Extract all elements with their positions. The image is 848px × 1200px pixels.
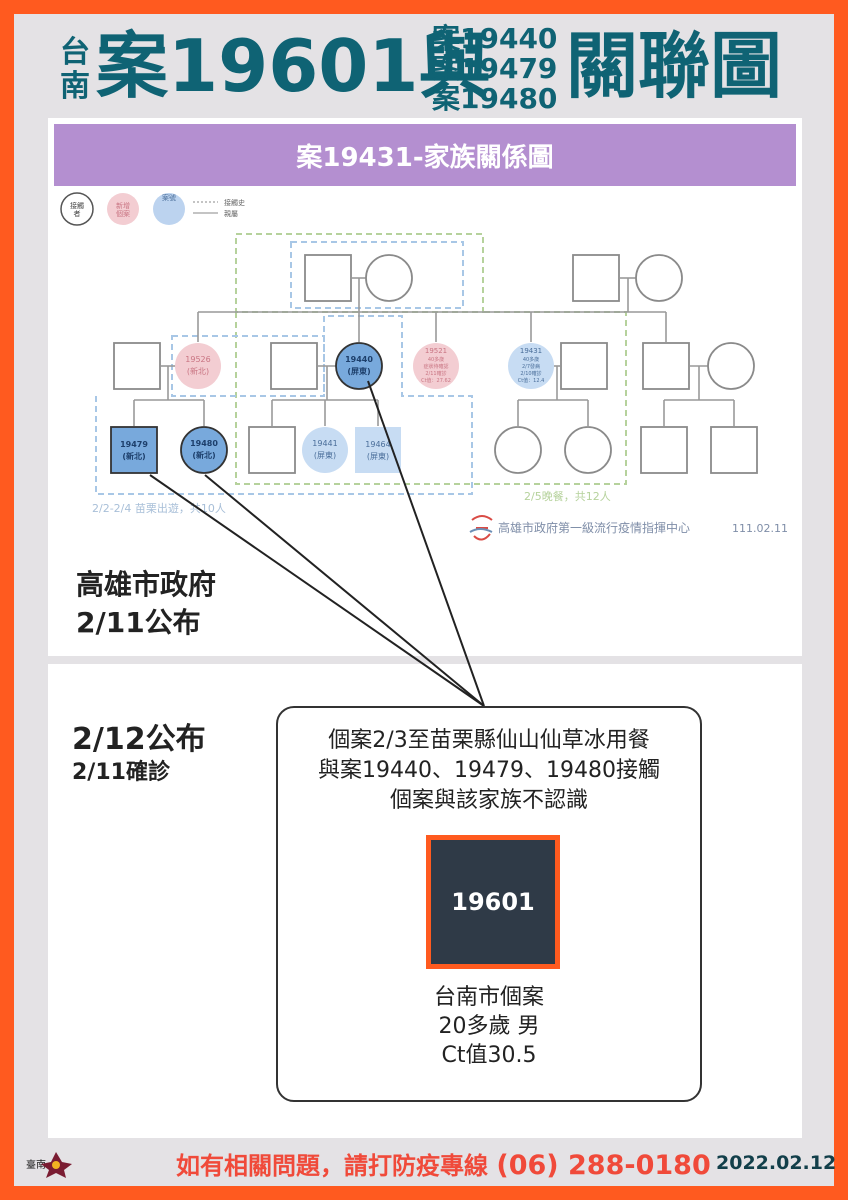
legend-new-case-symbol (107, 193, 139, 225)
case-19441-id: 19441 (312, 439, 337, 448)
case-19440-id: 19440 (345, 355, 373, 364)
case-19521-detail: Ct值：27.62 (421, 377, 451, 384)
case-node-19431 (508, 343, 554, 389)
legend: 接觸者 新增個案 案號 接觸史 親屬 (60, 192, 245, 226)
case-19521-id: 19521 (425, 347, 447, 355)
header-prefix-top: 台 (60, 35, 90, 70)
grandfather-right (572, 254, 620, 302)
female-member (564, 426, 612, 474)
case-info: 台南市個案 20多歲 男 Ct值30.5 (278, 983, 700, 1070)
group-note-right: 2/5晚餐，共12人 (524, 489, 611, 503)
case-node-19479 (110, 426, 158, 474)
case-description: 個案2/3至苗栗縣仙山仙草冰用餐 與案19440、19479、19480接觸 個… (278, 726, 700, 816)
legend-existing-case-symbol (153, 193, 185, 225)
case-19431-id: 19431 (520, 347, 542, 355)
hotline: 如有相關問題，請打防疫專線 (06) 288-0180 (176, 1146, 711, 1181)
case-desc-line: 個案2/3至苗栗縣仙山仙草冰用餐 (328, 728, 650, 753)
case-node-19526 (175, 343, 221, 389)
header-main-title: 案19601與 (96, 24, 491, 108)
gov-date: 2/11公布 (76, 606, 201, 639)
grandfather-left (304, 254, 352, 302)
male-member (642, 342, 690, 390)
case-19464-id: 19464 (365, 440, 390, 449)
case-19431-detail: 2/7發病 (522, 363, 540, 370)
family-chart-title: 案19431-家族關係圖 (54, 124, 796, 186)
legend-existing-case-label: 案號 (162, 193, 176, 202)
male-member (560, 342, 608, 390)
legend-contact-symbol (60, 192, 94, 226)
related-case: 案19480 (432, 82, 558, 115)
legend-contact-line-label: 接觸史 (224, 198, 245, 207)
case-19521-detail: 2/11確診 (425, 370, 446, 377)
case-19480-id: 19480 (190, 439, 218, 448)
announce-date: 2/12公布 (72, 722, 206, 757)
poster-date: 2022.02.12 (716, 1152, 837, 1174)
connector-lines (149, 380, 485, 707)
male-member (270, 342, 318, 390)
male-member (248, 426, 296, 474)
confirm-date: 2/11確診 (72, 760, 170, 785)
group-dinner-box (235, 233, 484, 313)
case-19431-detail: 2/10確診 (520, 370, 541, 377)
case-desc-line: 與案19440、19479、19480接觸 (318, 758, 660, 783)
case-box: 個案2/3至苗栗縣仙山仙草冰用餐 與案19440、19479、19480接觸 個… (276, 706, 702, 1102)
male-member (113, 342, 161, 390)
case-id-tile: 19601 (426, 835, 560, 969)
tainan-announcement: 2/12公布 2/11確診 (72, 722, 206, 788)
kaohsiung-logo (469, 515, 493, 541)
logo-text: 臺南 (26, 1158, 46, 1171)
grandmother-left (365, 254, 413, 302)
male-member (640, 426, 688, 474)
case-19441-place: (屏東) (314, 450, 336, 460)
source-label: 高雄市政府第一級流行疫情指揮中心 (498, 520, 690, 535)
kaohsiung-announcement: 高雄市政府 2/11公布 (76, 566, 216, 642)
case-19464-place: (屏東) (367, 451, 389, 461)
case-19431-detail: 40多歲 (523, 356, 539, 363)
source-date: 111.02.11 (732, 522, 788, 535)
case-19521-detail: 症狀待確認 (423, 363, 448, 370)
tainan-logo-icon: 臺南 (26, 1152, 72, 1178)
header-suffix: 關聯圖 (566, 24, 783, 108)
male-member (710, 426, 758, 474)
relation-lines (133, 277, 735, 426)
grandmother-right (635, 254, 683, 302)
case-19521-detail: 40多歲 (428, 356, 444, 363)
footer: 臺南 如有相關問題，請打防疫專線 (06) 288-0180 2022.02.1… (14, 1138, 837, 1186)
related-case: 案19479 (432, 52, 558, 85)
case-19526-place: (新北) (187, 366, 209, 376)
case-info-line: 台南市個案 (433, 985, 544, 1010)
group-trip-box-upper (290, 241, 464, 309)
case-node-19440 (335, 342, 383, 390)
case-node-19480 (180, 426, 228, 474)
case-node-19441 (302, 427, 348, 473)
case-19480-place: (新北) (192, 450, 215, 460)
gov-name: 高雄市政府 (76, 568, 217, 601)
case-19526-id: 19526 (185, 355, 210, 364)
group-trip-box-lower (95, 315, 473, 495)
header-prefix-bottom: 南 (60, 69, 90, 104)
case-19479-place: (新北) (122, 451, 145, 461)
case-19440-place: (屏東) (347, 366, 370, 376)
case-info-line: 20多歲 男 (438, 1014, 540, 1039)
legend-new-case-label: 新增個案 (116, 201, 130, 218)
female-member (494, 426, 542, 474)
case-node-19521 (413, 343, 459, 389)
legend-relation-line-label: 親屬 (224, 209, 238, 218)
case-node-19464 (355, 427, 401, 473)
case-19479-id: 19479 (120, 440, 148, 449)
hotline-number[interactable]: (06) 288-0180 (496, 1150, 711, 1181)
hotline-prefix: 如有相關問題，請打防疫專線 (176, 1152, 488, 1180)
case-info-line: Ct值30.5 (441, 1043, 537, 1068)
legend-contact-label: 接觸者 (70, 201, 84, 218)
related-case: 案19440 (432, 22, 558, 55)
header-related-cases: 案19440 案19479 案19480 (432, 24, 557, 114)
case-19431-detail: Ct值：12.4 (518, 377, 545, 384)
case-desc-line: 個案與該家族不認識 (389, 788, 588, 813)
female-member (707, 342, 755, 390)
